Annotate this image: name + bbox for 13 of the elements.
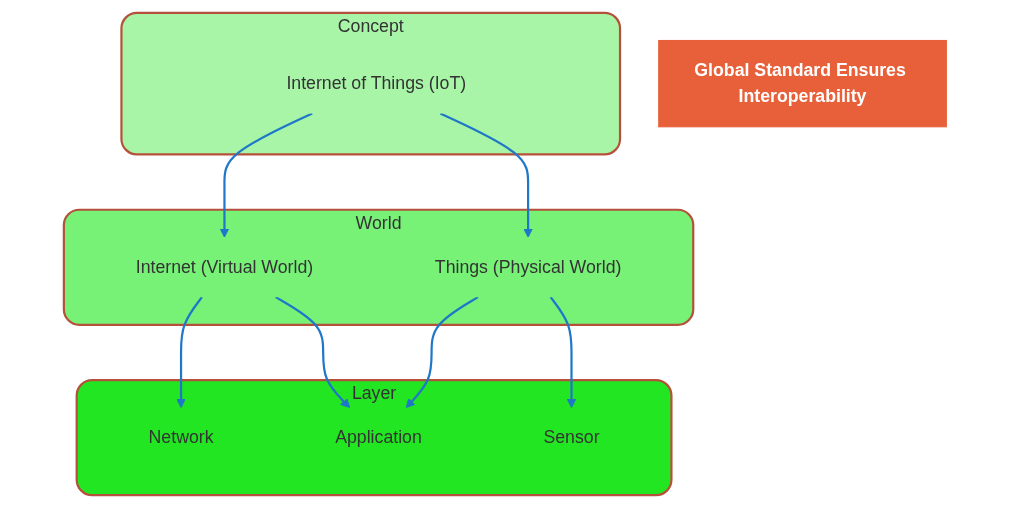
arrow bbox=[176, 295, 204, 408]
node-text: Internet of Things (IoT) bbox=[286, 73, 467, 92]
node-text: Network bbox=[148, 427, 214, 446]
arrow bbox=[275, 295, 351, 408]
arrow bbox=[440, 112, 534, 238]
node-box: Global Standard Ensures Interoperability bbox=[658, 39, 948, 127]
arrow bbox=[406, 295, 479, 408]
node-text: Things (Physical World) bbox=[435, 256, 622, 276]
arrow bbox=[550, 295, 577, 408]
arrow bbox=[219, 112, 314, 238]
node-text: Internet (Virtual World) bbox=[136, 256, 314, 276]
node-text: Application bbox=[335, 427, 423, 446]
node-text: Sensor bbox=[543, 427, 600, 446]
